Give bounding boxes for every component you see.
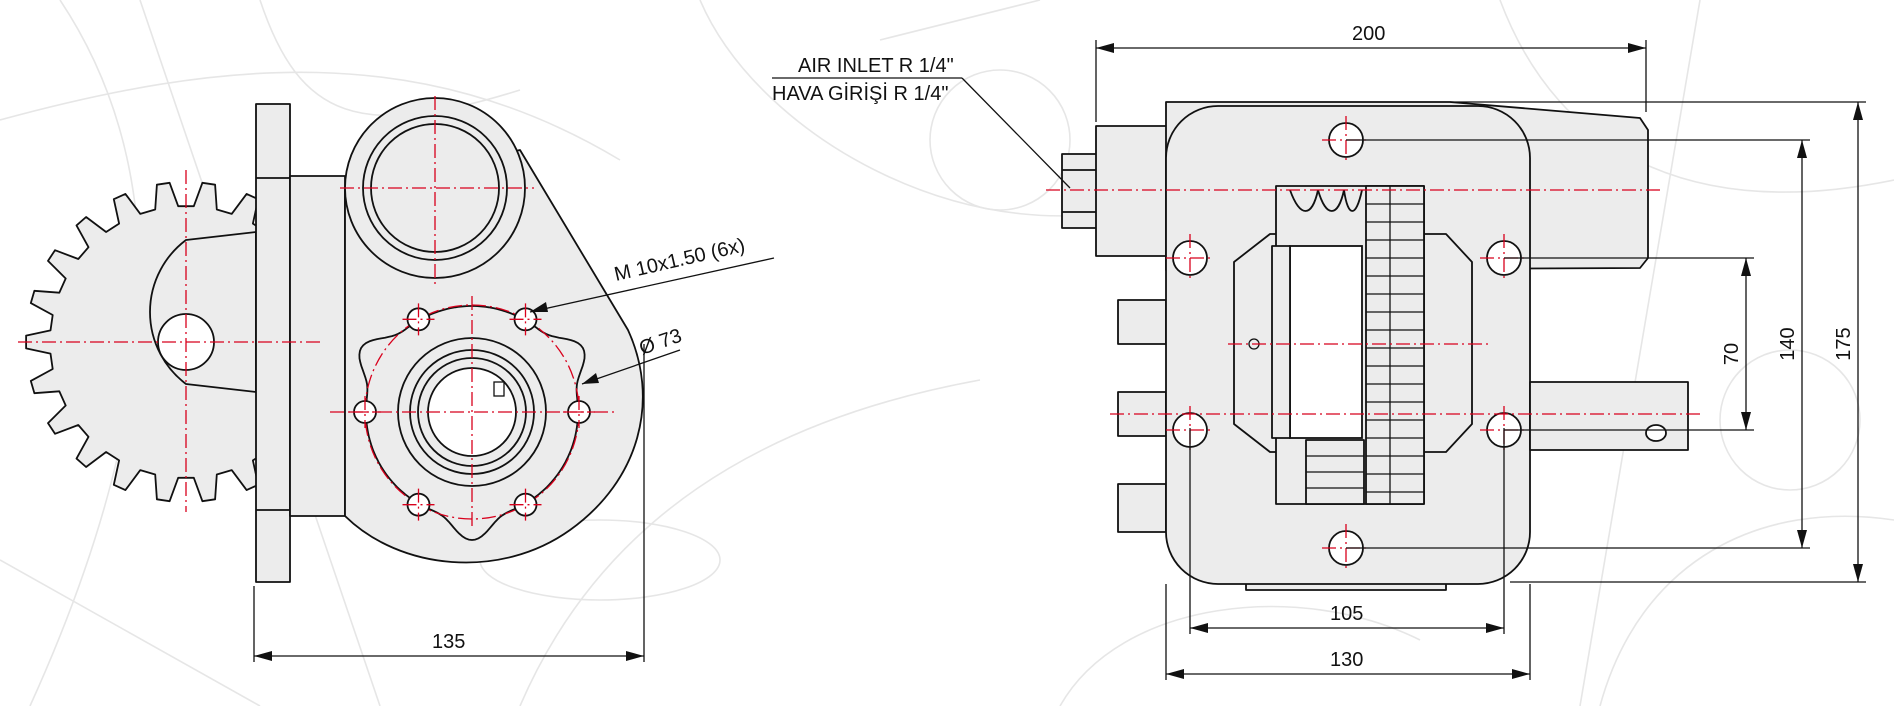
output-shaft [1529, 381, 1689, 451]
dim-front-width: 135 [432, 631, 465, 653]
dim-side-length: 200 [1352, 23, 1385, 45]
dim-bolt-spacing-v-outer: 140 [1777, 327, 1799, 360]
dim-body-width: 130 [1330, 649, 1363, 671]
side-view: 200 AIR INLET R 1/4" HAVA GİRİŞİ R 1/4" … [772, 23, 1866, 680]
front-view: M 10x1.50 (6x) Ø 73 135 [18, 96, 775, 662]
internal-section [1233, 185, 1473, 505]
dim-bolt-spacing-v-inner: 70 [1721, 343, 1743, 365]
thread-callout: M 10x1.50 (6x) [612, 234, 747, 285]
mounting-flange [255, 103, 291, 583]
front-bolt-holes [349, 303, 595, 521]
dim-overall-height: 175 [1833, 327, 1855, 360]
dim-bolt-spacing-h: 105 [1330, 603, 1363, 625]
air-inlet-label: AIR INLET R 1/4" [798, 55, 954, 77]
air-inlet-label-tr: HAVA GİRİŞİ R 1/4" [772, 82, 948, 105]
